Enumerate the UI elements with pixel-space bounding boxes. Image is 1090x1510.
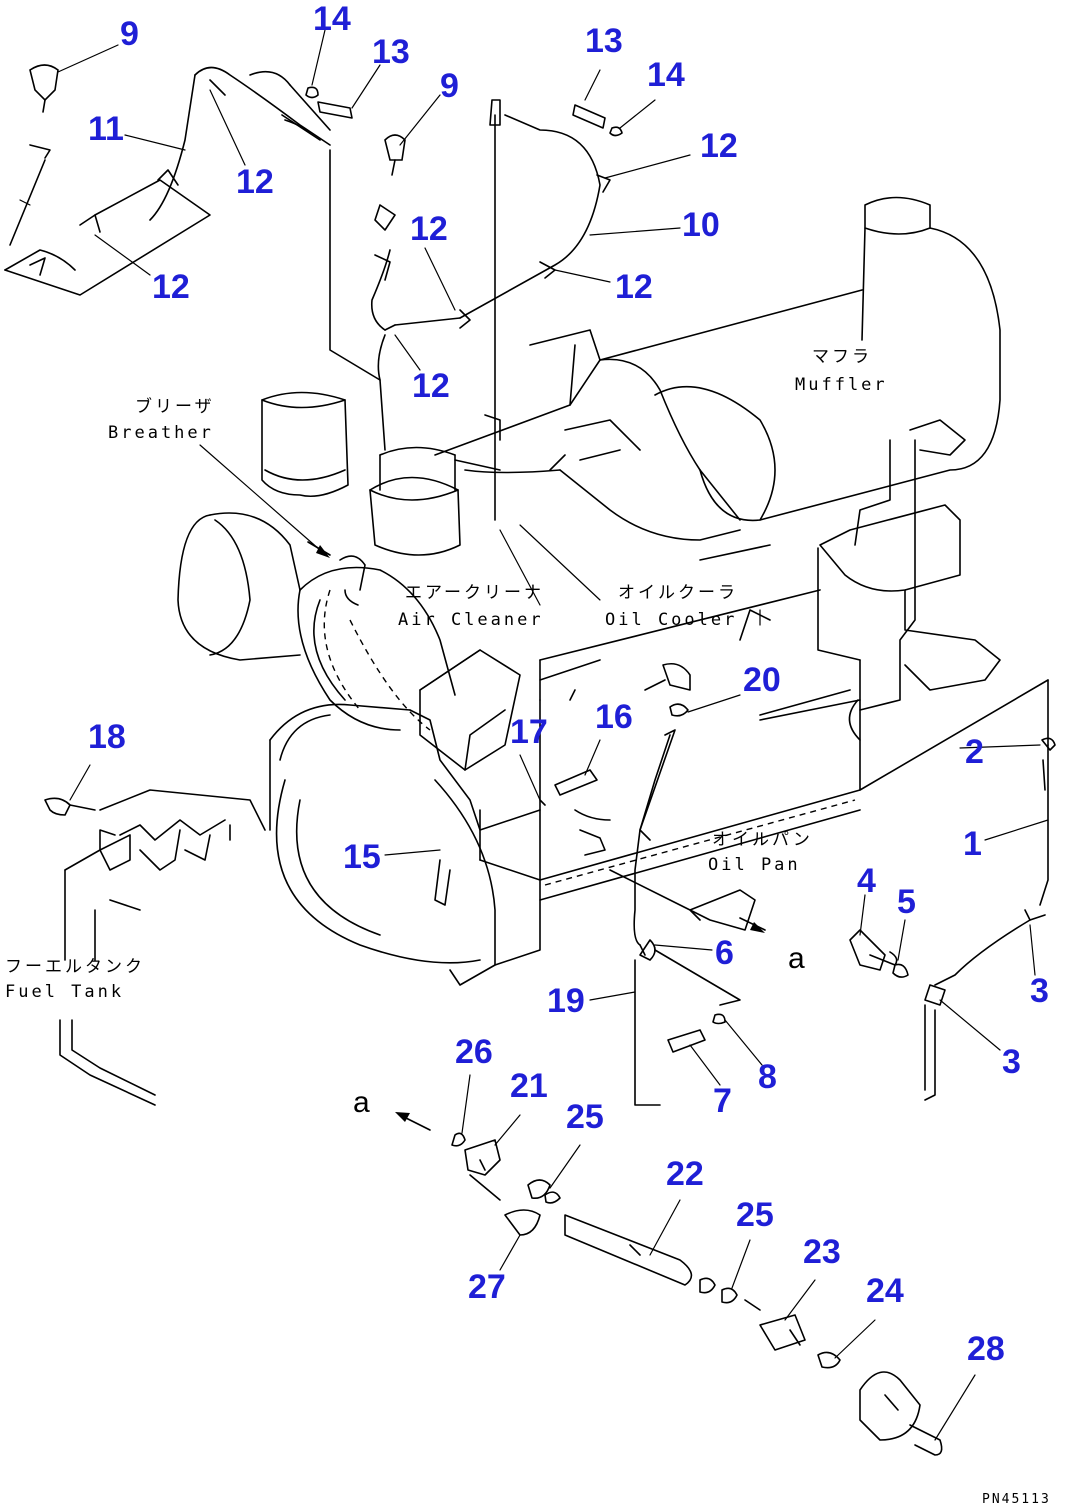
ref-mark-a-left: a	[353, 1086, 370, 1119]
callout-25: 25	[736, 1196, 774, 1234]
callout-10: 10	[682, 206, 720, 244]
callout-28: 28	[967, 1330, 1005, 1368]
callout-14: 14	[647, 56, 685, 94]
callout-1: 1	[963, 825, 982, 863]
muffler-bracket	[817, 419, 1049, 791]
dipstick-assembly	[539, 662, 741, 1106]
breather-fitting	[339, 555, 366, 606]
small-parts-top	[9, 64, 623, 246]
engine-assembly	[177, 196, 1049, 986]
callout-18: 18	[88, 718, 126, 756]
oilcooler-label-jp: オイルクーラ	[618, 583, 738, 603]
callout-23: 23	[803, 1233, 841, 1271]
callout-5: 5	[897, 883, 916, 921]
fueltank-label-jp: フーエルタンク	[5, 957, 145, 977]
ref-mark-a-right: a	[788, 942, 805, 975]
callout-25: 25	[566, 1098, 604, 1136]
callout-19: 19	[547, 982, 585, 1020]
leader-lines	[57, 29, 1049, 1441]
aircleaner-cap	[369, 446, 461, 556]
callout-21: 21	[510, 1067, 548, 1105]
callout-15: 15	[343, 838, 381, 876]
callout-12: 12	[700, 127, 738, 165]
callout-2: 2	[965, 733, 984, 771]
oilpan-label-en: Oil Pan	[708, 855, 801, 875]
breather-canister	[261, 391, 349, 498]
engine-block	[434, 329, 861, 931]
muffler-label-jp: マフラ	[812, 347, 872, 367]
callout-7: 7	[713, 1082, 732, 1120]
callout-20: 20	[743, 661, 781, 699]
fueltank-label-en: Fuel Tank	[5, 982, 124, 1002]
callout-13: 13	[372, 33, 410, 71]
callout-12: 12	[615, 268, 653, 306]
lower-parts	[451, 1132, 943, 1456]
callout-26: 26	[455, 1033, 493, 1071]
callout-13: 13	[585, 22, 623, 60]
callout-16: 16	[595, 698, 633, 736]
callout-4: 4	[857, 862, 876, 900]
aircleaner-label-jp: エアークリーナ	[405, 583, 544, 603]
callout-numbers: 9 14 13 9 13 14 11 12 12 12 12 10 12 12 …	[88, 0, 1049, 1368]
breather-label-jp: ブリーザ	[135, 396, 215, 417]
hoses-top	[4, 66, 611, 521]
callout-12: 12	[412, 367, 450, 405]
oilpan-label-jp: オイルパン	[712, 830, 813, 850]
muffler-label-en: Muffler	[795, 375, 888, 395]
callout-12: 12	[410, 210, 448, 248]
oilcooler-label-en: Oil Cooler	[605, 610, 737, 630]
aircleaner-label-en: Air Cleaner	[398, 610, 544, 630]
reference-marks: a a	[353, 942, 805, 1119]
callout-3: 3	[1030, 972, 1049, 1010]
callout-9: 9	[440, 67, 459, 105]
callout-3: 3	[1002, 1043, 1021, 1081]
callout-17: 17	[510, 713, 548, 751]
callout-6: 6	[715, 934, 734, 972]
callout-11: 11	[88, 110, 124, 148]
callout-24: 24	[866, 1272, 904, 1310]
arrows	[307, 541, 766, 1131]
callout-12: 12	[236, 163, 274, 201]
callout-22: 22	[666, 1155, 704, 1193]
callout-9: 9	[120, 15, 139, 53]
breather-label-en: Breather	[108, 423, 214, 443]
callout-12: 12	[152, 268, 190, 306]
fueltank-drawing	[44, 789, 266, 1106]
bracket-right	[667, 737, 1056, 1101]
aircleaner-housing	[177, 512, 541, 986]
callout-8: 8	[758, 1058, 777, 1096]
component-labels: マフラ Muffler ブリーザ Breather エアークリーナ Air Cl…	[5, 347, 888, 1002]
drawing-code: PN45113	[982, 1492, 1051, 1507]
muffler-drawing	[599, 196, 1001, 522]
callout-14: 14	[313, 0, 351, 38]
callout-27: 27	[468, 1268, 506, 1306]
